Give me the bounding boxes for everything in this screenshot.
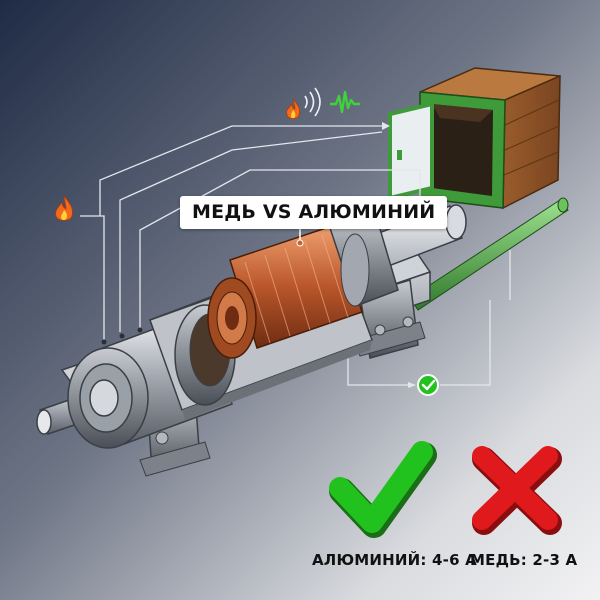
flame-icon <box>55 194 73 221</box>
green-rod <box>409 197 569 311</box>
open-box-door <box>388 101 434 201</box>
copper-caption: МЕДЬ: 2-3 A <box>470 551 578 569</box>
pulse-signal-icon <box>330 90 360 114</box>
wooden-box <box>419 67 561 210</box>
sound-wave-icon <box>304 87 321 117</box>
diagram-title: МЕДЬ VS АЛЮМИНИЙ <box>180 196 448 229</box>
signal-arrowheads <box>382 122 416 388</box>
small-check-icon <box>417 374 439 396</box>
title-leader-dot <box>296 239 304 247</box>
flame-icon <box>286 97 301 120</box>
check-mark-icon <box>329 441 437 538</box>
cross-mark-icon <box>472 446 562 535</box>
aluminum-caption: АЛЮМИНИЙ: 4-6 A <box>312 551 477 569</box>
copper-winding <box>207 211 399 359</box>
